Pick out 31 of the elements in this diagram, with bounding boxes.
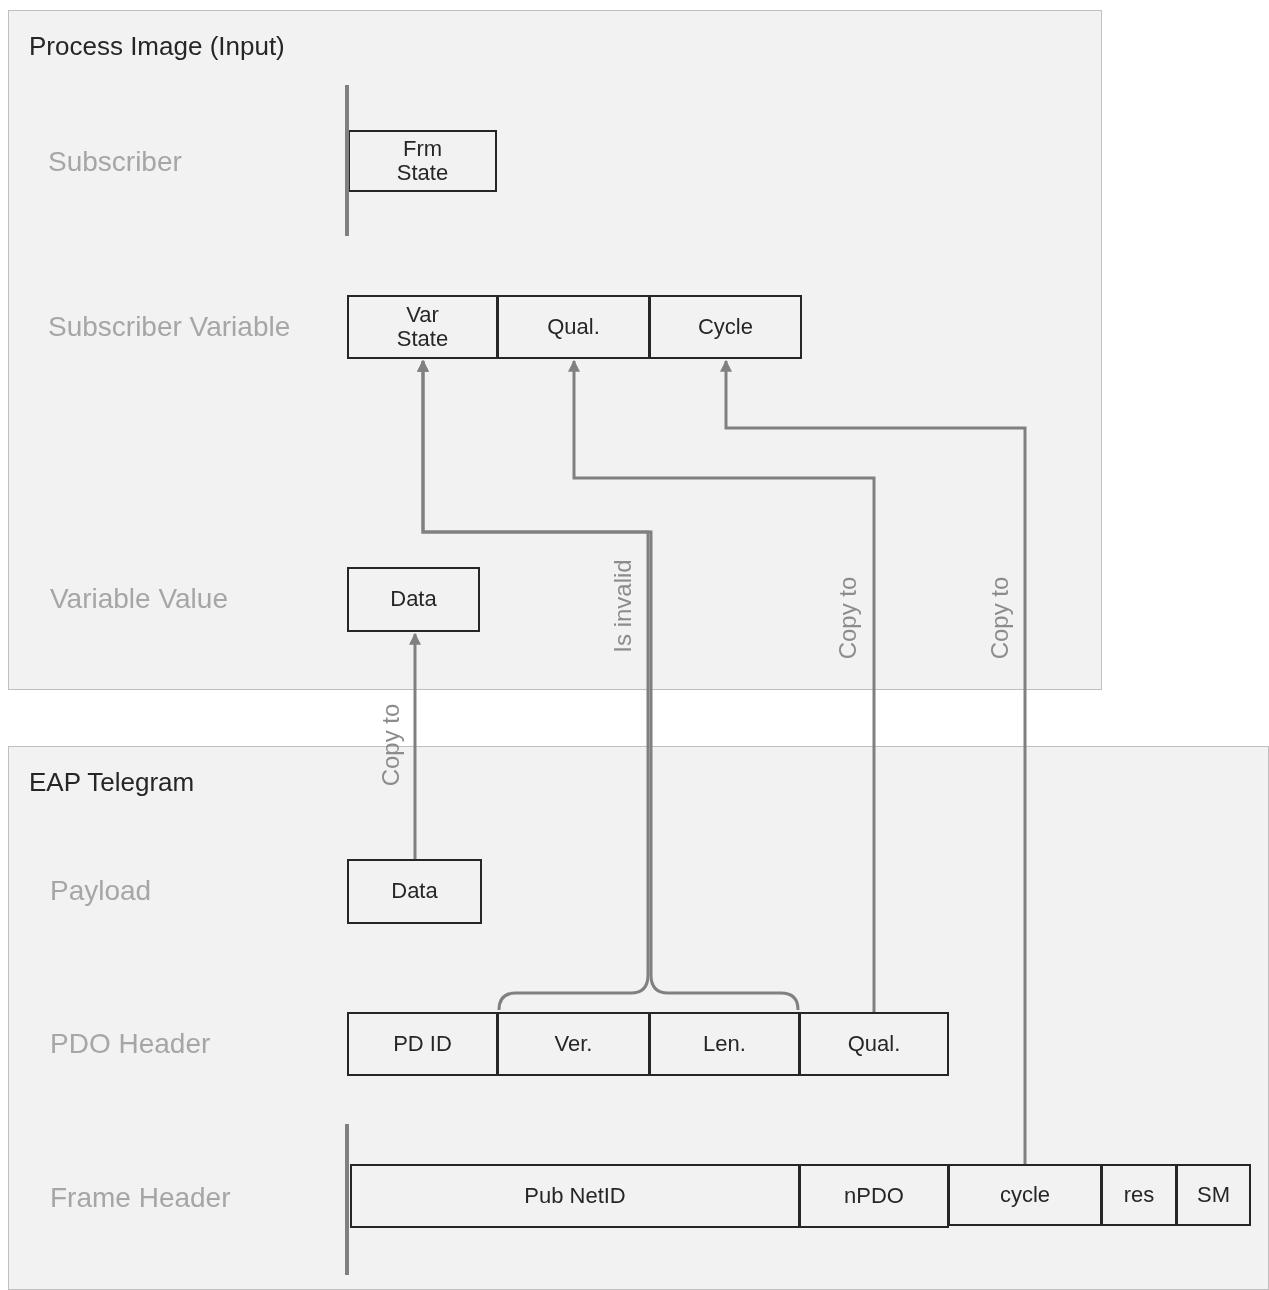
panel-title: Process Image (Input): [29, 30, 285, 63]
edge-label: Is invalid: [608, 559, 637, 653]
panel-title: EAP Telegram: [29, 766, 195, 799]
row-label: Subscriber Variable: [48, 310, 291, 344]
field-box: Data: [347, 859, 482, 924]
row-label: Payload: [50, 874, 152, 908]
field-box: Var State: [347, 295, 498, 359]
edge-label: Copy to: [985, 576, 1014, 660]
row-label: Variable Value: [50, 582, 228, 616]
edge-label: Copy to: [833, 576, 862, 660]
field-box: Qual.: [799, 1012, 949, 1076]
field-box: Cycle: [649, 295, 802, 359]
field-box: Ver.: [497, 1012, 650, 1076]
arrow: [720, 359, 1027, 1164]
arrow: [568, 359, 876, 1012]
field-box: Qual.: [497, 295, 650, 359]
arrow: [409, 632, 421, 859]
field-box: Len.: [649, 1012, 800, 1076]
edge-label: Copy to: [376, 703, 405, 787]
group-panel: [8, 10, 1102, 690]
row-label: Subscriber: [48, 145, 182, 179]
field-box: Pub NetID: [350, 1164, 800, 1228]
field-box: Data: [347, 567, 480, 632]
field-box: Frm State: [348, 130, 497, 192]
row-label: PDO Header: [50, 1027, 211, 1061]
field-box: PD ID: [347, 1012, 498, 1076]
field-box: res: [1101, 1164, 1177, 1226]
field-box: cycle: [948, 1164, 1102, 1226]
row-label: Frame Header: [50, 1181, 231, 1215]
field-box: SM: [1176, 1164, 1251, 1226]
field-box: nPDO: [799, 1164, 949, 1228]
